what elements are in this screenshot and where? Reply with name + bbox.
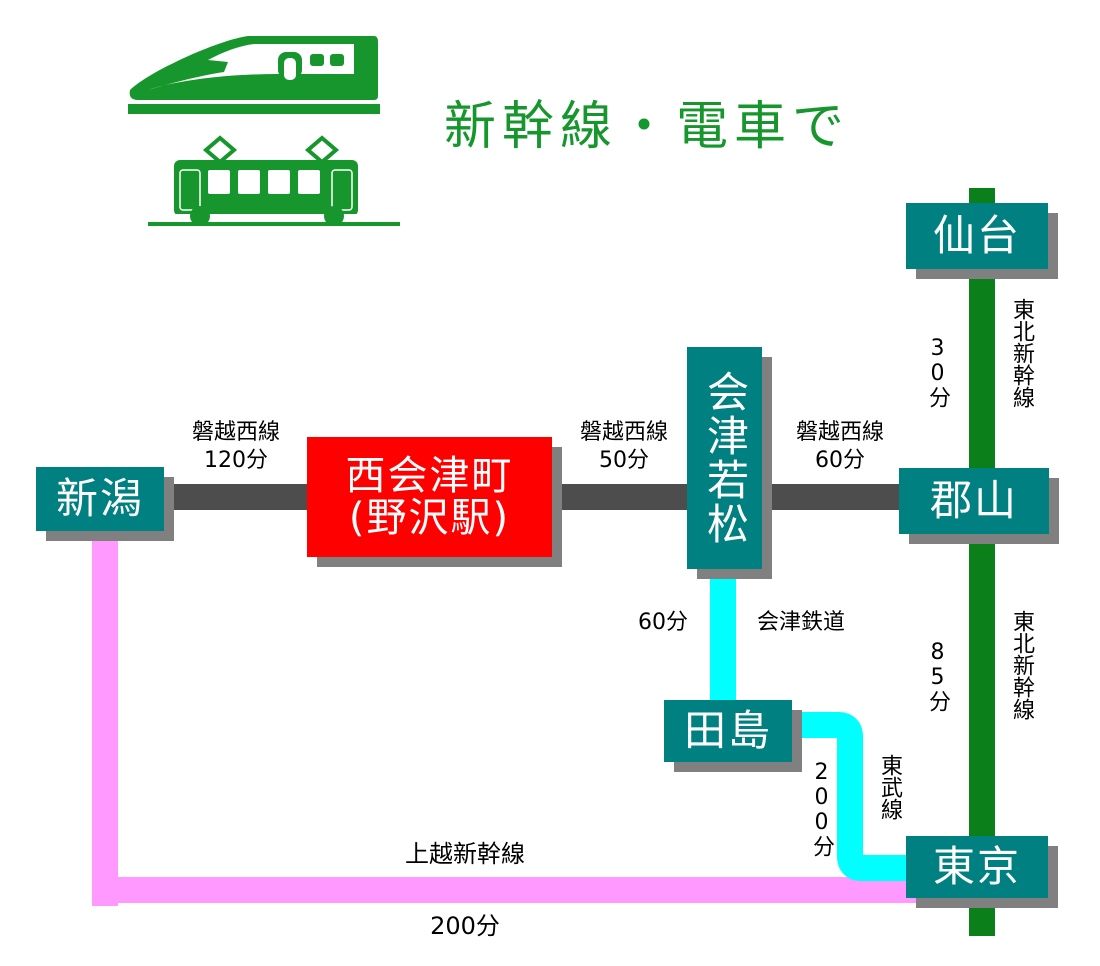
station-sendai[interactable]: 仙台 xyxy=(906,203,1048,269)
station-tokyo[interactable]: 東京 xyxy=(906,836,1048,898)
station-nishiaizu-nozawa[interactable]: 西会津町 (野沢駅) xyxy=(307,437,552,557)
segment-label-aizuwakamatsu-tajima-time: 60分 xyxy=(638,610,688,635)
tobu-line xyxy=(780,712,920,881)
segment-label-nishiaizu-aizuwakamatsu-time: 50分 xyxy=(599,448,649,473)
shinkansen-icon xyxy=(128,36,380,114)
page-title: 新幹線・電車で xyxy=(444,97,851,157)
segment-label-aizuwakamatsu-koriyama-time: 60分 xyxy=(815,448,865,473)
segment-label-niigata-tokyo-line: 上越新幹線 xyxy=(405,840,525,868)
station-tajima[interactable]: 田島 xyxy=(664,700,792,762)
segment-label-aizuwakamatsu-tajima-line: 会津鉄道 xyxy=(756,610,845,635)
station-niigata[interactable]: 新潟 xyxy=(36,467,164,531)
segment-label-tajima-tokyo-time: 200分 xyxy=(809,760,834,857)
segment-label-nishiaizu-aizuwakamatsu-line: 磐越西線 xyxy=(579,420,668,445)
segment-label-koriyama-tokyo-time: 85分 xyxy=(925,640,950,712)
segment-label-sendai-koriyama-line: 東北新幹線 xyxy=(1009,298,1034,408)
segment-label-niigata-nishiaizu-line: 磐越西線 xyxy=(191,420,280,445)
station-koriyama[interactable]: 郡山 xyxy=(899,468,1049,534)
segment-label-koriyama-tokyo-line: 東北新幹線 xyxy=(1009,610,1034,720)
tohoku-shinkansen-line xyxy=(969,188,995,936)
joetsu-shinkansen-line-vertical xyxy=(92,530,118,906)
joetsu-shinkansen-line-horizontal xyxy=(92,877,922,903)
segment-label-aizuwakamatsu-koriyama-line: 磐越西線 xyxy=(795,420,884,445)
segment-label-niigata-tokyo-time: 200分 xyxy=(430,912,500,940)
station-aizuwakamatsu[interactable]: 会津若松 xyxy=(687,347,762,569)
aizu-railway-line xyxy=(710,570,736,710)
segment-label-tajima-tokyo-line: 東武線 xyxy=(877,754,902,820)
train-icon xyxy=(148,135,400,226)
segment-label-niigata-nishiaizu-time: 120分 xyxy=(204,448,268,473)
segment-label-sendai-koriyama-time: 30分 xyxy=(925,336,950,408)
